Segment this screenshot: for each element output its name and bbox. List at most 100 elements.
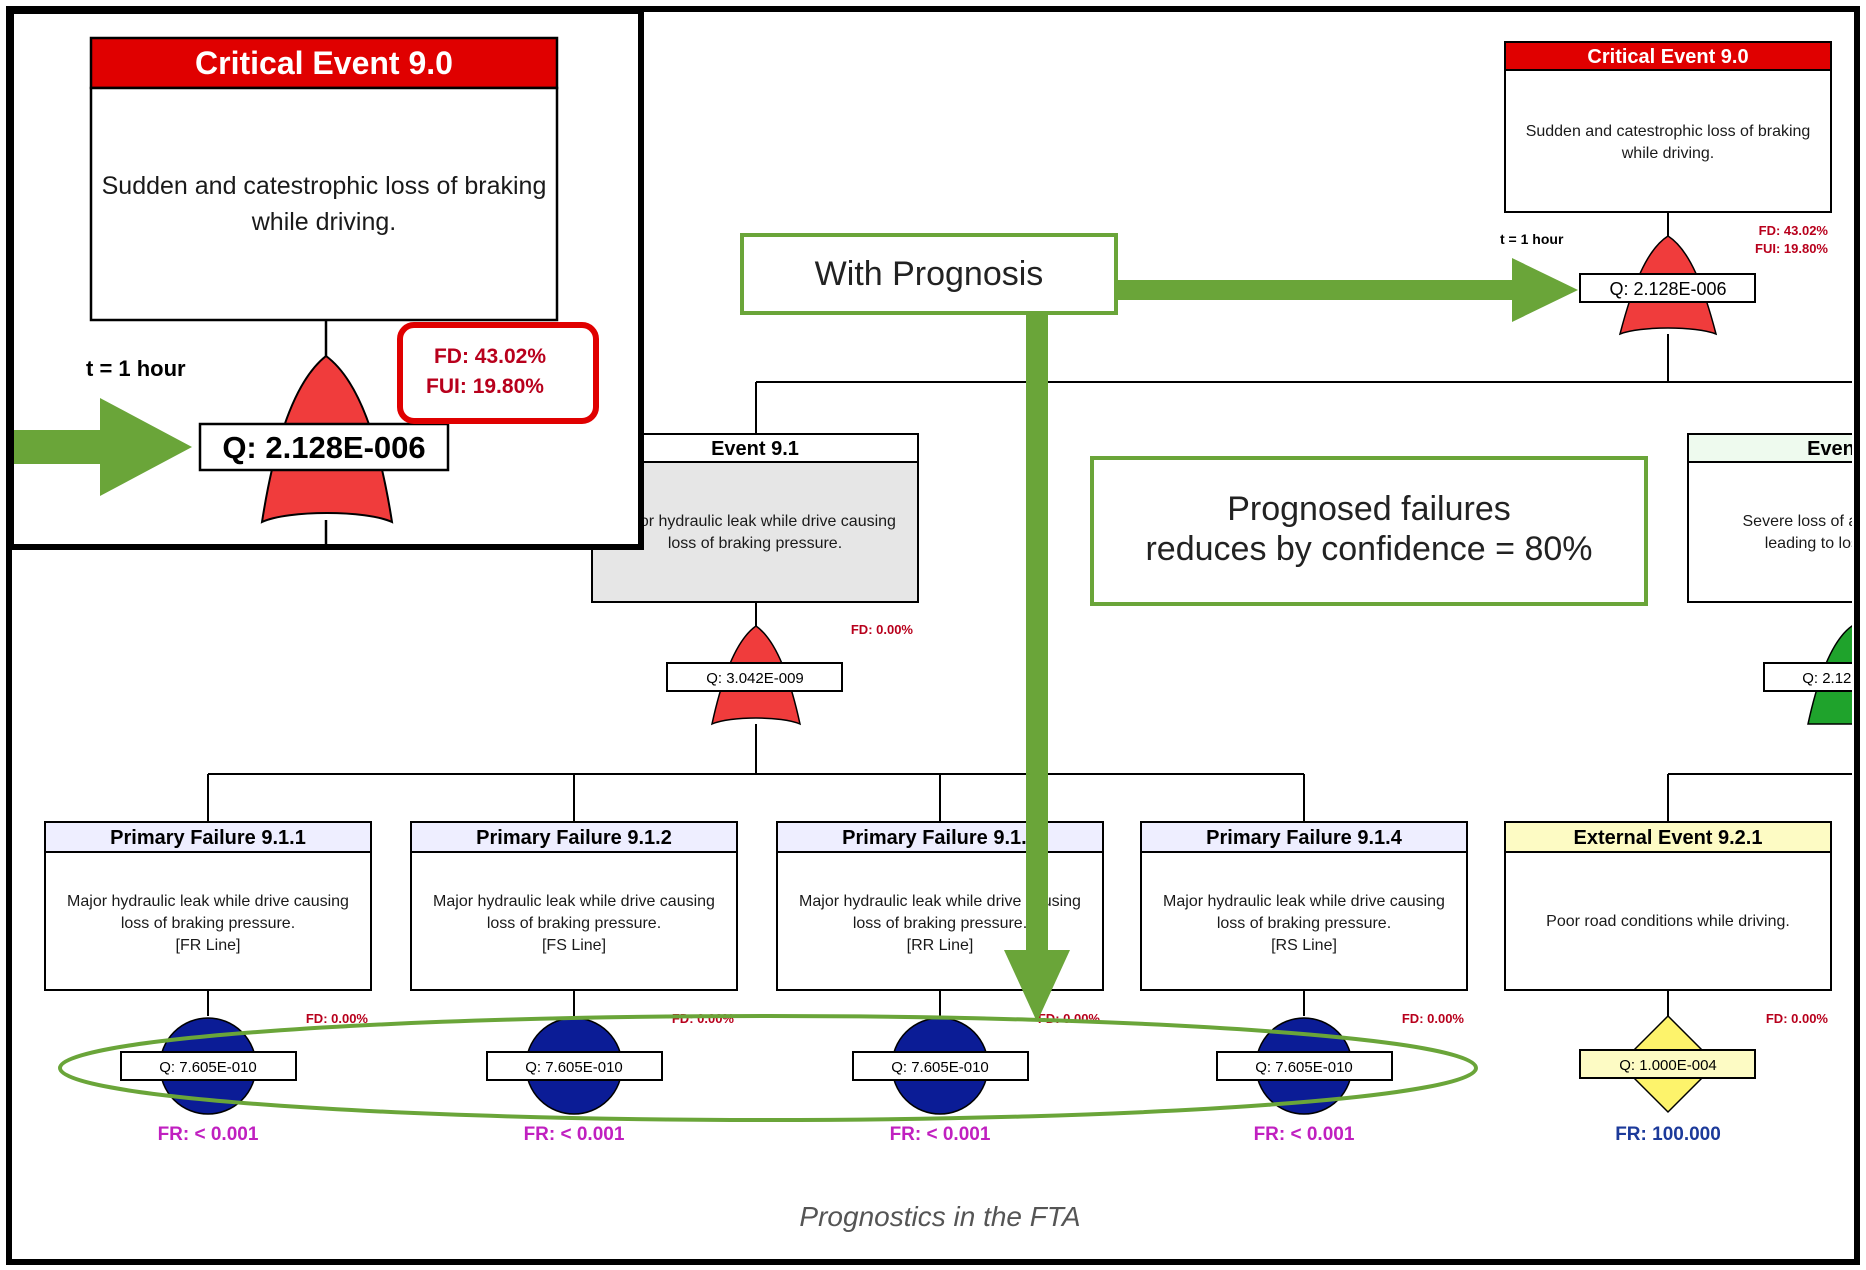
primary-failure-desc-line1: Major hydraulic leak while drive causing [433, 893, 715, 910]
inset-fd: FD: 43.02% [434, 345, 546, 368]
fault-tree: Critical Event 9.0 Sudden and catestroph… [44, 41, 1866, 1145]
primary-failure-header [1140, 821, 1468, 853]
primary-failure-body [44, 851, 372, 991]
primary-failure-q-box [486, 1051, 663, 1081]
primary-failure-header [410, 821, 738, 853]
inset-top-event-body [89, 86, 559, 322]
prognosed-line1: Prognosed failures [1227, 490, 1511, 528]
event-9-2-node[interactable]: Event 9.2 Severe loss of antilock brakin… [1687, 433, 1866, 603]
primary-failure-desc-line3: [FS Line] [542, 937, 606, 954]
primary-failure-desc-line2: loss of braking pressure. [1217, 915, 1391, 932]
zoom-inset: Critical Event 9.0 Sudden and catestroph… [8, 8, 644, 550]
inset-q: Q: 2.128E-006 [222, 430, 425, 465]
top-event-fd: FD: 43.02% [1759, 223, 1829, 238]
inset-fd-highlight [397, 322, 599, 424]
primary-failure-desc-line1: Major hydraulic leak while drive causing [1163, 893, 1445, 910]
top-event-q-box [1579, 273, 1756, 303]
primary-failure-desc-line2: loss of braking pressure. [487, 915, 661, 932]
external-event-9-2-1-node[interactable]: External Event 9.2.1 Poor road condition… [1504, 821, 1832, 991]
green-arrow-shaft-vertical [1026, 312, 1048, 952]
primary-failure-fr: FR: < 0.001 [1254, 1124, 1355, 1145]
top-event-desc-line2: while driving. [1621, 145, 1714, 162]
event-9-1-node[interactable]: Event 9.1 Major hydraulic leak while dri… [591, 433, 919, 603]
event-9-1-desc-line2: loss of braking pressure. [668, 535, 842, 552]
primary-failure-desc-line2: loss of braking pressure. [121, 915, 295, 932]
primary-failure-q-box [120, 1051, 297, 1081]
inset-desc-line1: Sudden and catestrophic loss of braking [102, 172, 547, 200]
prognosed-failures-callout [1090, 456, 1648, 606]
event-9-2-q: Q: 2.128E-006 [1802, 670, 1866, 687]
inset-q-box [198, 422, 450, 472]
top-event-fui: FUI: 19.80% [1755, 241, 1828, 256]
external-event-fr: FR: 100.000 [1615, 1124, 1721, 1145]
external-event-fd: FD: 0.00% [1766, 1011, 1829, 1026]
figure-caption: Prognostics in the FTA [799, 1201, 1080, 1232]
inset-time-label: t = 1 hour [86, 356, 186, 381]
event-9-2-desc-line1: Severe loss of antilock braking [1743, 513, 1866, 530]
primary-failure-desc-line3: [RS Line] [1271, 937, 1337, 954]
primary-failure-desc-line3: [RR Line] [907, 937, 974, 954]
primary-failure-q: Q: 7.605E-010 [159, 1059, 257, 1076]
event-9-1-fd: FD: 0.00% [851, 622, 914, 637]
top-event-q: Q: 2.128E-006 [1609, 279, 1726, 299]
with-prognosis-callout [740, 233, 1118, 315]
primary-failure-fd: FD: 0.00% [1402, 1011, 1465, 1026]
with-prognosis-label: With Prognosis [815, 255, 1044, 293]
inset-frame [8, 8, 644, 550]
primary-failure-fr: FR: < 0.001 [158, 1124, 259, 1145]
event-9-1-title: Event 9.1 [711, 438, 799, 460]
primary-failure-desc-line1: Major hydraulic leak while drive causing [799, 893, 1081, 910]
external-event-title: External Event 9.2.1 [1574, 827, 1763, 849]
inset-top-event-header [89, 36, 559, 90]
event-9-1-body [591, 461, 919, 603]
primary-failure-title: Primary Failure 9.1.4 [1206, 827, 1403, 849]
primary-failure-title: Primary Failure 9.1.1 [110, 827, 306, 849]
top-event-title: Critical Event 9.0 [1587, 46, 1748, 68]
prognosed-highlight-ellipse [58, 1014, 1478, 1122]
primary-failure-title: Primary Failure 9.1.2 [476, 827, 672, 849]
event-9-1-desc-line1: Major hydraulic leak while drive causing [614, 513, 896, 530]
primary-failure-q-box [1216, 1051, 1393, 1081]
green-arrow-shaft-horizontal [1116, 280, 1516, 300]
event-9-1-q-box [666, 662, 843, 692]
top-event-body [1504, 69, 1832, 213]
primary-failure-header [776, 821, 1104, 853]
external-event-q: Q: 1.000E-004 [1619, 1057, 1717, 1074]
primary-failure-fr: FR: < 0.001 [524, 1124, 625, 1145]
top-event-desc-line1: Sudden and catestrophic loss of braking [1526, 123, 1811, 140]
external-event-body [1504, 851, 1832, 991]
prognosed-line2: reduces by confidence = 80% [1145, 530, 1592, 568]
event-9-2-desc-line2: leading to loss of control [1765, 535, 1866, 552]
inset-green-arrow-icon [100, 398, 192, 496]
primary-failure-title: Primary Failure 9.1.3 [842, 827, 1038, 849]
inset-top-event-title: Critical Event 9.0 [195, 45, 453, 81]
green-arrow-down-icon [1004, 950, 1070, 1022]
top-event-time-label: t = 1 hour [1500, 231, 1564, 247]
primary-failure-fr: FR: < 0.001 [890, 1124, 991, 1145]
primary-failure-body [410, 851, 738, 991]
inset-fui: FUI: 19.80% [426, 375, 544, 398]
event-9-1-q: Q: 3.042E-009 [706, 670, 804, 687]
external-event-desc: Poor road conditions while driving. [1546, 913, 1790, 930]
top-event-node[interactable]: Critical Event 9.0 Sudden and catestroph… [1504, 41, 1832, 213]
primary-failure-desc-line3: [FR Line] [176, 937, 241, 954]
primary-failure-q: Q: 7.605E-010 [525, 1059, 623, 1076]
event-9-2-q-box [1763, 662, 1852, 692]
primary-failure-q: Q: 7.605E-010 [891, 1059, 989, 1076]
primary-failure-desc-line1: Major hydraulic leak while drive causing [67, 893, 349, 910]
primary-failure-fd: FD: 0.00% [672, 1011, 735, 1026]
primary-failure-header [44, 821, 372, 853]
primary-failure-q-box [852, 1051, 1029, 1081]
primary-failure-desc-line2: loss of braking pressure. [853, 915, 1027, 932]
primary-failure-fd: FD: 0.00% [306, 1011, 369, 1026]
primary-failure-body [1140, 851, 1468, 991]
inset-desc-line2: while driving. [251, 208, 397, 236]
figure-frame [6, 6, 1860, 1265]
event-9-2-body [1687, 461, 1852, 603]
